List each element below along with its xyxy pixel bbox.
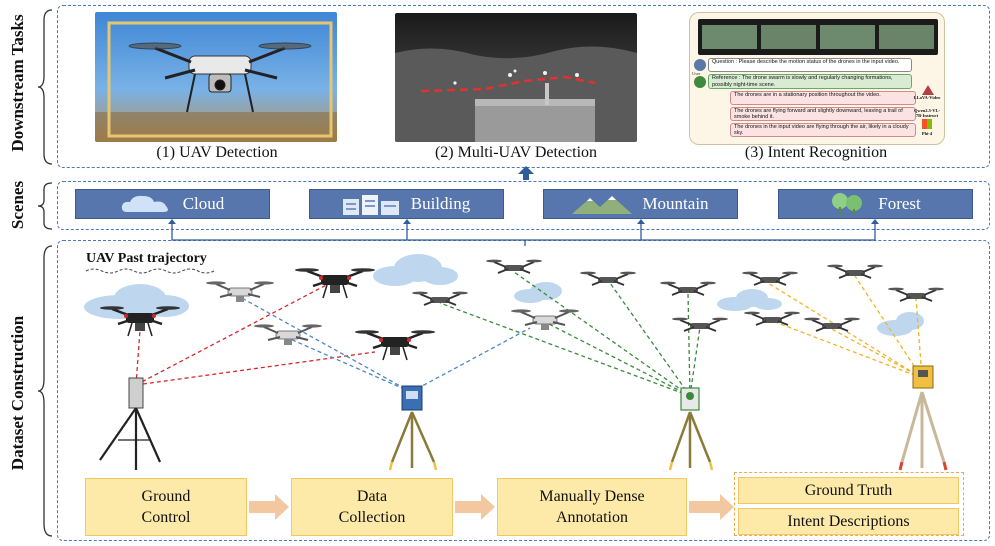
arrow-3 [689, 494, 734, 520]
output-intent-descriptions: Intent Descriptions [738, 508, 959, 535]
forest-icon [830, 193, 868, 215]
user-label: User [692, 71, 701, 76]
answer-bubble-2: The drones are flying forward and slight… [730, 107, 916, 121]
scene-forest: Forest [778, 189, 973, 219]
output-ground-truth: Ground Truth [738, 477, 959, 504]
arrow-1 [249, 494, 289, 520]
cloud-4 [717, 289, 782, 311]
multi-uav-detection-image [395, 13, 637, 142]
cloud-icon [121, 194, 173, 214]
llava-logo-icon [922, 85, 934, 95]
scenes-brace [37, 182, 53, 230]
answer-bubble-3: The drones in the input video are flying… [730, 123, 916, 137]
model-label-phi: Phi-4 [921, 131, 933, 136]
cloud-3 [514, 282, 562, 303]
reference-icon [694, 76, 706, 88]
step-data-collection: Data Collection [291, 478, 453, 536]
trajectory-label: UAV Past trajectory [86, 251, 207, 266]
intent-recognition-panel: User Question : Please describe the moti… [689, 12, 945, 145]
trajectory-squiggle [85, 268, 215, 274]
phi-logo-icon [922, 119, 932, 129]
scene-mountain: Mountain [543, 189, 738, 219]
step-ground-control: Ground Control [85, 478, 247, 536]
answer-bubble-1: The drones are in a stationary position … [730, 91, 916, 105]
arrow-2 [455, 494, 495, 520]
annotation-instrument [668, 387, 714, 471]
user-avatar-icon [694, 59, 706, 71]
up-arrow-to-tasks [518, 166, 534, 180]
scene-building: Building [309, 189, 504, 219]
outputs-group [734, 472, 964, 536]
task-caption-multi-uav-detection: (2) Multi-UAV Detection [434, 144, 598, 161]
mountain-icon [572, 194, 633, 214]
task-caption-uav-detection: (1) UAV Detection [156, 144, 278, 161]
scene-cloud-label: Cloud [182, 194, 225, 213]
model-label-qwen: Qwen2.5-VL-7B-Instruct [913, 108, 941, 118]
video-filmstrip [698, 19, 938, 55]
scene-forest-label: Forest [878, 194, 921, 213]
question-bubble: Question : Please describe the motion st… [708, 58, 912, 72]
scene-mountain-label: Mountain [642, 194, 709, 213]
downstream-tasks-frame [57, 5, 990, 168]
blue-links [239, 296, 531, 393]
ground-truth-instrument [898, 365, 948, 471]
downstream-brace [37, 9, 53, 165]
cloud-2 [373, 254, 458, 286]
step-manual-annotation: Manually Dense Annotation [497, 478, 687, 536]
building-icon [342, 193, 401, 215]
red-links [135, 282, 376, 386]
green-links [439, 271, 701, 397]
data-collection-instrument [388, 385, 438, 471]
task-caption-intent-recognition: (3) Intent Recognition [744, 144, 888, 161]
model-label-llava: LLaVA-Video [913, 95, 941, 100]
reference-bubble: Reference : The drone swarm is slowly an… [708, 74, 912, 89]
dataset-brace [37, 245, 53, 537]
uav-detection-image [95, 12, 337, 142]
scene-cloud: Cloud [75, 189, 270, 219]
scene-building-label: Building [410, 194, 471, 213]
scenes-frame [57, 181, 990, 230]
yellow-links [767, 275, 923, 379]
ground-control-instrument [99, 377, 162, 470]
